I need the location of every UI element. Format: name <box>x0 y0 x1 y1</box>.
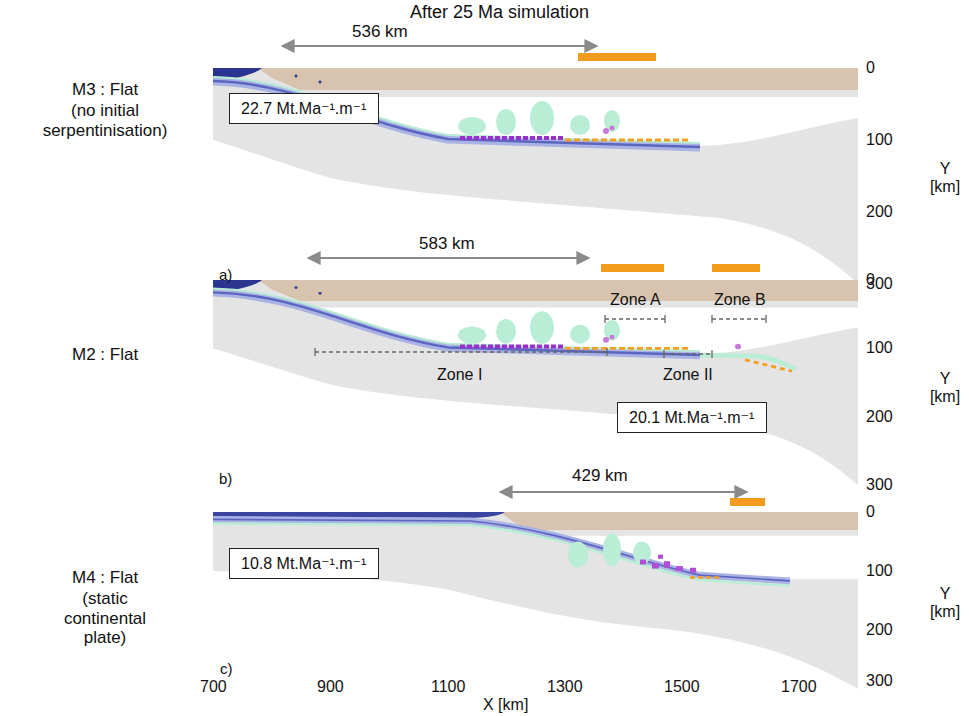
axis-title: Y [km] <box>925 370 965 407</box>
axis-tick: 1500 <box>664 678 700 696</box>
axis-tick: 200 <box>866 203 893 221</box>
zone-label: Zone A <box>610 291 661 309</box>
model-rect <box>658 555 663 559</box>
model-ellipse <box>603 533 621 566</box>
axis-tick: 0 <box>866 271 875 289</box>
axis-tick: 300 <box>866 476 893 494</box>
model-rect <box>640 560 646 565</box>
model-name: M4 : Flat <box>72 568 138 588</box>
zone-label: Zone I <box>437 366 482 384</box>
flux-box: 10.8 Mt.Ma⁻¹.m⁻¹ <box>229 548 379 579</box>
model-circle <box>735 344 741 350</box>
distance-label: 583 km <box>419 234 475 254</box>
model-line <box>664 315 665 323</box>
flux-value: 22.7 Mt.Ma⁻¹.m⁻¹ <box>241 100 366 117</box>
model-use <box>213 280 858 485</box>
flux-box: 20.1 Mt.Ma⁻¹.m⁻¹ <box>617 402 767 433</box>
model-rect <box>730 498 765 506</box>
axis-tick: 100 <box>866 562 893 580</box>
model-g <box>213 512 858 689</box>
model-rect <box>578 53 656 61</box>
model-line <box>606 348 607 356</box>
model-line <box>765 315 766 323</box>
model-line <box>308 257 589 259</box>
model-line <box>282 45 597 47</box>
axis-tick: 100 <box>866 131 893 149</box>
model-line <box>745 360 792 371</box>
model-line <box>315 351 607 352</box>
model-ellipse <box>633 542 651 565</box>
model-line <box>604 315 605 323</box>
model-line <box>663 350 664 358</box>
panel-letter: b) <box>219 470 232 487</box>
model-line <box>690 576 722 578</box>
zone-label: Zone II <box>663 366 713 384</box>
model-name: M2 : Flat <box>72 345 138 365</box>
axis-tick: 200 <box>866 621 893 639</box>
axis-tick: 1100 <box>431 678 465 696</box>
model-g <box>640 555 696 573</box>
model-path <box>213 519 858 690</box>
model-ellipse <box>568 542 588 568</box>
axis-tick: 100 <box>866 339 893 357</box>
axis-tick: 1300 <box>547 678 583 696</box>
panel-letter: c) <box>220 660 233 677</box>
model-line <box>664 353 712 354</box>
model-rect <box>712 264 760 272</box>
axis-tick: 900 <box>317 678 344 696</box>
panel-letter: a) <box>219 266 232 283</box>
model-line <box>314 348 315 356</box>
axis-tick: 1700 <box>781 678 817 696</box>
model-line <box>605 318 665 319</box>
model-line <box>500 491 747 493</box>
axis-tick: 0 <box>866 59 875 77</box>
axis-title: Y [km] <box>925 160 965 197</box>
model-rect <box>601 264 664 272</box>
model-g <box>315 315 766 358</box>
axis-tick: 200 <box>866 408 893 426</box>
distance-label: 536 km <box>352 22 408 42</box>
axis-title: Y [km] <box>925 585 965 622</box>
figure-title: After 25 Ma simulation <box>410 2 589 23</box>
zone-label: Zone B <box>714 291 766 309</box>
flux-value: 20.1 Mt.Ma⁻¹.m⁻¹ <box>629 409 754 426</box>
model-line <box>711 350 712 358</box>
model-polygon <box>500 512 858 530</box>
model-line <box>711 315 712 323</box>
axis-tick: 700 <box>200 678 227 696</box>
model-use <box>213 68 858 284</box>
model-note: (no initial serpentinisation) <box>30 101 180 140</box>
flux-value: 10.8 Mt.Ma⁻¹.m⁻¹ <box>241 555 366 572</box>
flux-box: 22.7 Mt.Ma⁻¹.m⁻¹ <box>229 93 379 124</box>
distance-label: 429 km <box>572 466 628 486</box>
axis-tick: 0 <box>866 503 875 521</box>
model-note: (static continental plate) <box>50 589 160 648</box>
model-rect <box>690 568 696 573</box>
model-rect <box>664 561 670 568</box>
model-g <box>315 319 766 354</box>
axis-title: X [km] <box>483 696 528 714</box>
model-g <box>213 280 858 485</box>
model-rect <box>676 566 683 571</box>
model-name: M3 : Flat <box>72 80 138 100</box>
axis-tick: 300 <box>866 672 893 690</box>
model-rect <box>652 563 659 569</box>
model-path <box>213 523 790 585</box>
model-path <box>700 355 796 369</box>
model-line <box>712 318 766 319</box>
